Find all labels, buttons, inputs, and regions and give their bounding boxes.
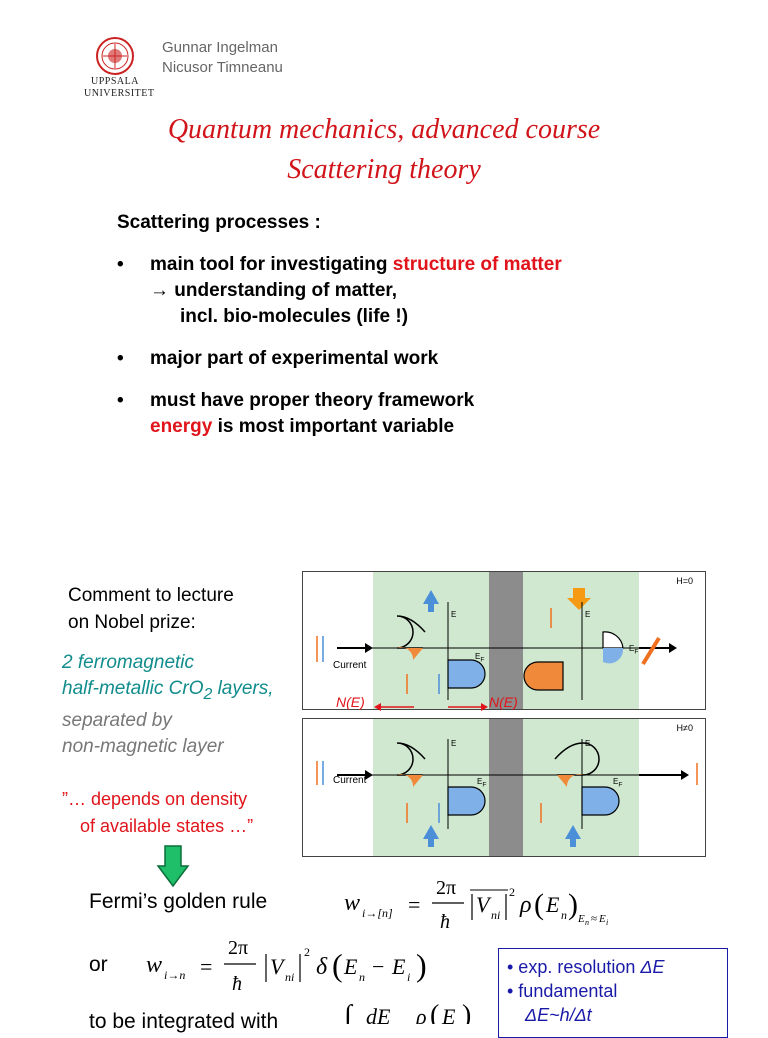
bullet-3: • must have proper theory framework ener… [117,390,475,437]
svg-text:i→[n]: i→[n] [362,906,393,920]
svg-text:ni: ni [285,970,294,984]
svg-text:2: 2 [304,945,310,959]
e-axis-label: E [451,610,457,619]
title-line-1: Quantum mechanics, advanced course [167,114,601,145]
current-label: Current [333,660,367,671]
integral-formula: ∫ dE ρ ( E ) [342,1000,471,1024]
university-logo: UPPSALA UNIVERSITET [84,36,155,100]
svg-text:ħ: ħ [232,973,242,995]
figure-panel-top: H=0 E E EF EF Current [302,571,706,710]
svg-text:2π: 2π [228,937,248,959]
svg-text:E: E [343,954,358,979]
svg-text:∫: ∫ [342,1000,354,1024]
ne-right-label: N(E) [489,694,518,710]
ne-right-arrow-icon [448,703,488,711]
svg-text:n: n [561,908,567,922]
figure-panel-bottom: H≠0 E E EF EF Current [302,718,706,857]
svg-text:n: n [585,918,589,927]
ef-label-b: EF [477,777,487,789]
svg-text:E: E [441,1004,456,1024]
current-label-b: Current [333,775,367,786]
section-heading: Scattering processes : [117,212,321,233]
seal-icon [96,37,134,75]
svg-text:i: i [606,918,608,927]
or-label: or [89,953,108,976]
svg-text:E: E [577,913,585,925]
svg-text:(: ( [332,947,343,983]
svg-text:2π: 2π [436,877,456,899]
authors: Gunnar Ingelman Nicusor Timneanu [162,38,283,78]
fermi-formula-2: w i→n = 2π ħ V ni 2 δ ( E n − E i ) [146,937,427,995]
svg-text:i: i [407,970,410,984]
bullet-1: • main tool for investigating structure … [117,254,562,327]
resolution-box: • exp. resolution ΔE • fundamental ΔE~h/… [498,948,728,1038]
svg-text:V: V [476,892,492,917]
svg-text:i→n: i→n [164,968,185,982]
svg-text:ρ: ρ [415,1004,427,1024]
highlight-structure: structure of matter [392,254,562,275]
svg-text:w: w [146,952,162,978]
author-1: Gunnar Ingelman [162,39,278,56]
ef-label-right: EF [629,644,639,656]
svg-text:2: 2 [509,885,515,899]
svg-text:ni: ni [491,908,500,922]
svg-text:(: ( [534,888,544,921]
svg-text:δ: δ [316,954,328,980]
svg-text:E: E [545,892,560,917]
ef-label: EF [475,652,485,664]
svg-text:=: = [200,954,212,979]
svg-text:=: = [408,892,420,917]
svg-text:): ) [462,1000,471,1024]
e-axis-label-right: E [585,610,591,619]
svg-text:): ) [416,947,427,983]
svg-text:dE: dE [366,1004,391,1024]
field-label-top: H=0 [676,576,693,586]
svg-text:ρ: ρ [519,892,532,918]
svg-text:E: E [391,954,406,979]
ferro-description: 2 ferromagnetic half-metallic CrO2 layer… [62,652,274,757]
svg-text:≈: ≈ [591,913,597,925]
fermi-formula-1: w i→[n] = 2π ħ V ni 2 ρ ( E n ) E n ≈ E … [344,877,608,933]
svg-text:w: w [344,890,360,916]
ne-left-arrow-icon [374,703,414,711]
ne-left-label: N(E) [336,694,365,710]
e-axis-label-b-right: E [585,739,591,748]
svg-text:V: V [270,954,286,979]
fermi-label: Fermi’s golden rule [89,890,268,913]
author-2: Nicusor Timneanu [162,59,283,76]
svg-text:−: − [372,954,384,979]
comment-text: Comment to lecture on Nobel prize: [68,585,234,633]
svg-text:(: ( [430,1000,439,1024]
integrate-label: to be integrated with [89,1010,279,1033]
svg-text:ħ: ħ [440,911,450,933]
bullet-list: • main tool for investigating structure … [117,252,562,456]
svg-text:): ) [568,888,578,921]
logo-text-2: UNIVERSITET [84,88,155,99]
svg-text:E: E [598,913,606,925]
highlight-energy: energy [150,416,213,437]
svg-text:n: n [359,970,365,984]
ef-label-b-right: EF [613,777,623,789]
title-line-2: Scattering theory [287,154,481,185]
field-label-bottom: H≠0 [676,723,693,733]
down-arrow-icon [156,845,190,888]
logo-text-1: UPPSALA [91,76,139,87]
e-axis-label-b: E [451,739,457,748]
bullet-2: • major part of experimental work [117,348,439,369]
depends-quote: ”… depends on density of available state… [62,789,254,836]
